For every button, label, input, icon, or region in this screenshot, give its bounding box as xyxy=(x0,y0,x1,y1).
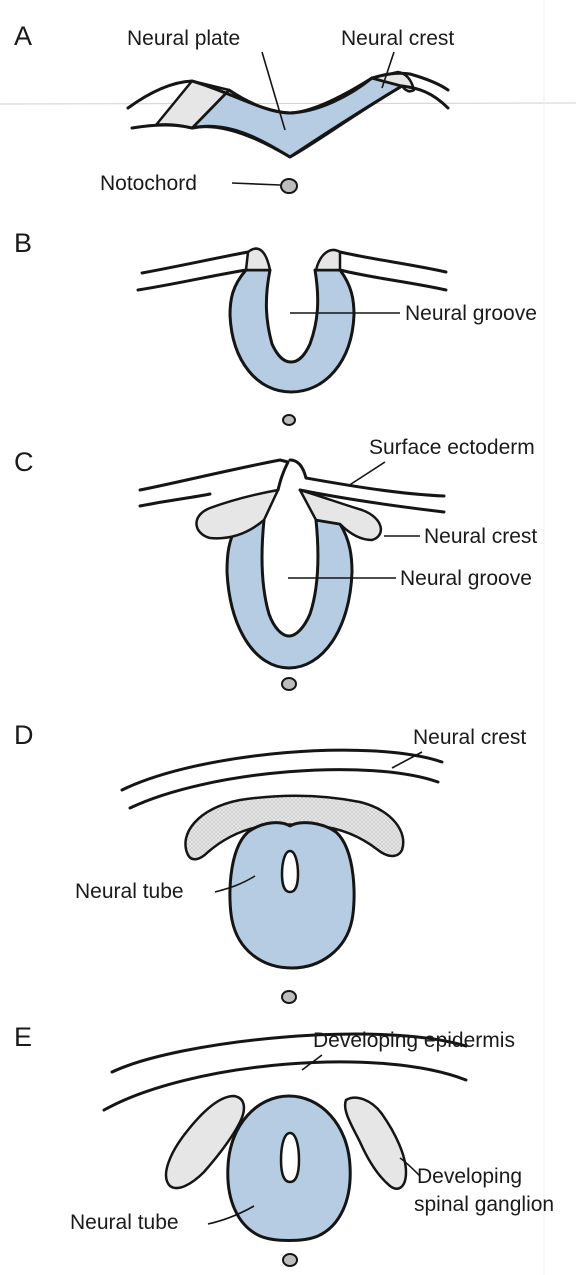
neural-groove-wall-b xyxy=(230,270,354,392)
notochord-a xyxy=(281,179,297,193)
neural-crest-b-left xyxy=(246,249,270,270)
neural-crest-label-d: Neural crest xyxy=(413,726,526,749)
ectoderm-b-right-upper xyxy=(340,252,446,272)
panel-d-letter: D xyxy=(14,720,34,750)
spinal-ganglion-right xyxy=(345,1098,406,1189)
panel-d: D Neural crest Neural tube xyxy=(14,720,526,1003)
neural-groove-label-c: Neural groove xyxy=(400,567,532,590)
scan-line xyxy=(0,103,576,104)
neural-crest-label-a: Neural crest xyxy=(341,27,454,50)
neural-crest-c-left xyxy=(196,490,278,538)
spinal-ganglion-label-1: Developing xyxy=(417,1165,522,1188)
panel-a: A Neural plate Neural crest Notochord xyxy=(14,21,454,195)
panel-e-letter: E xyxy=(14,1022,32,1052)
notochord-d xyxy=(282,991,296,1003)
neural-groove-wall-c xyxy=(227,520,352,668)
neural-plate-label: Neural plate xyxy=(127,27,240,50)
panel-a-letter: A xyxy=(14,21,32,51)
ectoderm-b-left-lower xyxy=(138,270,246,290)
panel-b: B Neural groove xyxy=(14,228,537,425)
notochord-e xyxy=(283,1254,297,1266)
ectoderm-b-right-lower xyxy=(340,270,446,290)
neural-tube-d xyxy=(230,823,354,968)
panel-c: C Surface ectoderm Neural crest Neural g… xyxy=(14,436,537,690)
central-canal-d xyxy=(282,851,298,892)
surface-ectoderm-leader xyxy=(348,462,385,486)
central-canal-e xyxy=(281,1133,299,1182)
surface-ectoderm-label: Surface ectoderm xyxy=(369,436,535,459)
neural-crest-label-c: Neural crest xyxy=(424,525,537,548)
ectoderm-c-right-upper xyxy=(290,460,444,496)
neural-tube-label-d: Neural tube xyxy=(75,880,184,903)
ectoderm-c-left-lower xyxy=(140,494,210,506)
panel-b-letter: B xyxy=(14,228,32,258)
panel-c-letter: C xyxy=(14,447,34,477)
ectoderm-c-left-upper xyxy=(140,460,288,490)
spinal-ganglion-label-2: spinal ganglion xyxy=(414,1193,554,1216)
neural-tube-label-e: Neural tube xyxy=(70,1211,179,1234)
neural-crest-b-right xyxy=(316,250,340,270)
neural-groove-label-b: Neural groove xyxy=(405,302,537,325)
ectoderm-b-left-upper xyxy=(142,252,248,273)
ectoderm-d-upper xyxy=(122,750,442,790)
notochord-label: Notochord xyxy=(100,172,197,195)
notochord-c xyxy=(282,678,296,690)
notochord-leader xyxy=(232,183,280,185)
panel-e: E Developing epidermis Developing spinal… xyxy=(14,1022,554,1266)
developing-epidermis-label: Developing epidermis xyxy=(313,1029,515,1052)
notochord-b xyxy=(283,415,295,425)
